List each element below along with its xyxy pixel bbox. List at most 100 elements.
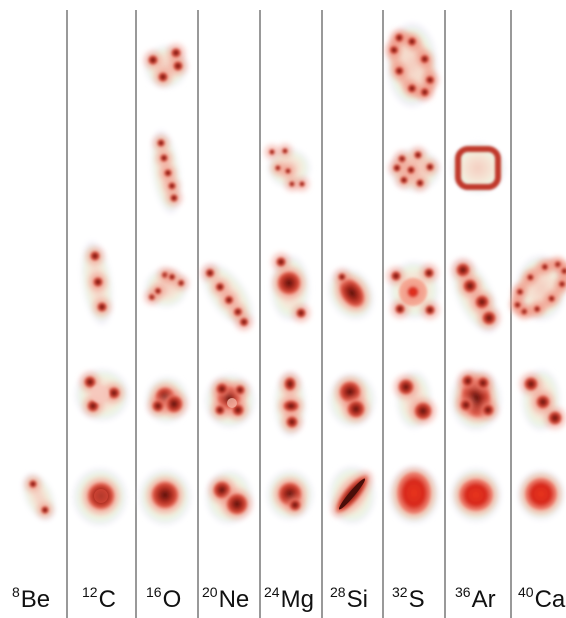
- alpha-cluster: [284, 377, 296, 391]
- alpha-cluster: [347, 400, 365, 418]
- alpha-cluster: [93, 277, 103, 287]
- alpha-cluster: [177, 279, 185, 287]
- alpha-cluster: [482, 311, 496, 325]
- alpha-cluster: [157, 139, 165, 147]
- alpha-cluster: [424, 268, 434, 278]
- alpha-cluster: [558, 280, 566, 288]
- alpha-cluster: [29, 480, 37, 488]
- alpha-cluster: [407, 166, 415, 174]
- alpha-cluster: [482, 404, 494, 416]
- alpha-cluster: [158, 72, 168, 82]
- alpha-cluster: [235, 385, 245, 395]
- alpha-cluster: [463, 279, 477, 293]
- nucleus-label: 36Ar: [455, 584, 496, 614]
- nucleus-label: 24Mg: [264, 584, 314, 614]
- alpha-cluster: [398, 379, 414, 395]
- alpha-cluster: [393, 164, 401, 172]
- alpha-cluster: [97, 302, 107, 312]
- alpha-cluster: [282, 148, 288, 154]
- alpha-cluster: [394, 33, 404, 43]
- element-symbol: Ne: [218, 586, 250, 613]
- alpha-cluster: [414, 402, 432, 420]
- alpha-cluster: [90, 251, 100, 261]
- alpha-cluster: [548, 411, 562, 425]
- alpha-cluster: [289, 181, 295, 187]
- alpha-cluster: [420, 54, 430, 64]
- element-symbol: Ar: [471, 586, 496, 613]
- nucleus-label: 40Ca: [518, 584, 565, 614]
- alpha-cluster: [477, 377, 489, 389]
- alpha-cluster: [407, 83, 417, 93]
- alpha-cluster: [339, 278, 365, 308]
- alpha-cluster: [87, 400, 99, 412]
- alpha-cluster: [239, 317, 249, 327]
- alpha-cluster: [224, 295, 234, 305]
- nucleus-label: 20Ne: [202, 584, 249, 614]
- alpha-cluster: [560, 267, 566, 275]
- alpha-cluster: [275, 165, 281, 171]
- density-center: [227, 398, 237, 408]
- mass-number: 8: [12, 584, 20, 600]
- alpha-cluster: [269, 149, 275, 155]
- alpha-cluster: [171, 48, 181, 58]
- alpha-cluster: [395, 304, 405, 314]
- alpha-cluster: [283, 400, 299, 412]
- alpha-cluster: [84, 376, 96, 388]
- element-symbol: O: [162, 586, 182, 613]
- alpha-cluster: [285, 168, 291, 174]
- nucleus-label: 32S: [392, 584, 425, 614]
- alpha-cluster: [173, 61, 183, 71]
- alpha-cluster: [168, 182, 176, 190]
- alpha-cluster: [205, 268, 215, 278]
- alpha-cluster: [299, 181, 305, 187]
- alpha-cluster: [152, 400, 164, 412]
- element-symbol: Be: [20, 586, 51, 613]
- mass-number: 16: [146, 584, 162, 600]
- alpha-cluster: [459, 479, 493, 511]
- element-symbol: Ca: [534, 586, 566, 613]
- alpha-cluster: [397, 472, 431, 514]
- alpha-cluster: [165, 395, 183, 413]
- alpha-cluster: [391, 271, 401, 281]
- nucleus-label: 8Be: [12, 584, 50, 614]
- alpha-cluster: [426, 163, 434, 171]
- alpha-cluster: [514, 301, 522, 309]
- alpha-cluster: [456, 263, 470, 277]
- mass-number: 32: [392, 584, 408, 600]
- mass-number: 40: [518, 584, 534, 600]
- alpha-cluster: [226, 493, 248, 515]
- alpha-cluster: [389, 45, 399, 55]
- alpha-cluster: [420, 87, 430, 97]
- column-dividers: [66, 10, 512, 618]
- alpha-cluster: [394, 66, 404, 76]
- alpha-cluster: [526, 273, 534, 281]
- alpha-cluster: [41, 506, 49, 514]
- alpha-cluster: [425, 75, 435, 85]
- alpha-cluster: [276, 257, 286, 267]
- nucleus-label: 28Si: [330, 584, 368, 614]
- mass-number: 36: [455, 584, 471, 600]
- nucleus-label: 16O: [146, 584, 181, 614]
- alpha-cluster: [425, 305, 435, 315]
- alpha-cluster: [516, 288, 524, 296]
- mass-number: 20: [202, 584, 218, 600]
- alpha-cluster: [108, 387, 120, 399]
- alpha-cluster: [168, 273, 176, 281]
- alpha-cluster: [414, 151, 422, 159]
- alpha-cluster: [277, 271, 301, 295]
- alpha-cluster: [525, 478, 557, 510]
- alpha-cluster: [286, 416, 298, 428]
- element-symbol: C: [98, 586, 116, 613]
- alpha-cluster: [148, 55, 158, 65]
- element-symbol: S: [408, 586, 425, 613]
- alpha-cluster: [460, 399, 472, 411]
- alpha-cluster: [164, 169, 172, 177]
- alpha-cluster: [475, 295, 489, 309]
- alpha-cluster: [548, 295, 556, 303]
- density-ring: [455, 146, 501, 190]
- mass-number: 24: [264, 584, 280, 600]
- alpha-cluster: [160, 154, 168, 162]
- alpha-cluster: [533, 305, 541, 313]
